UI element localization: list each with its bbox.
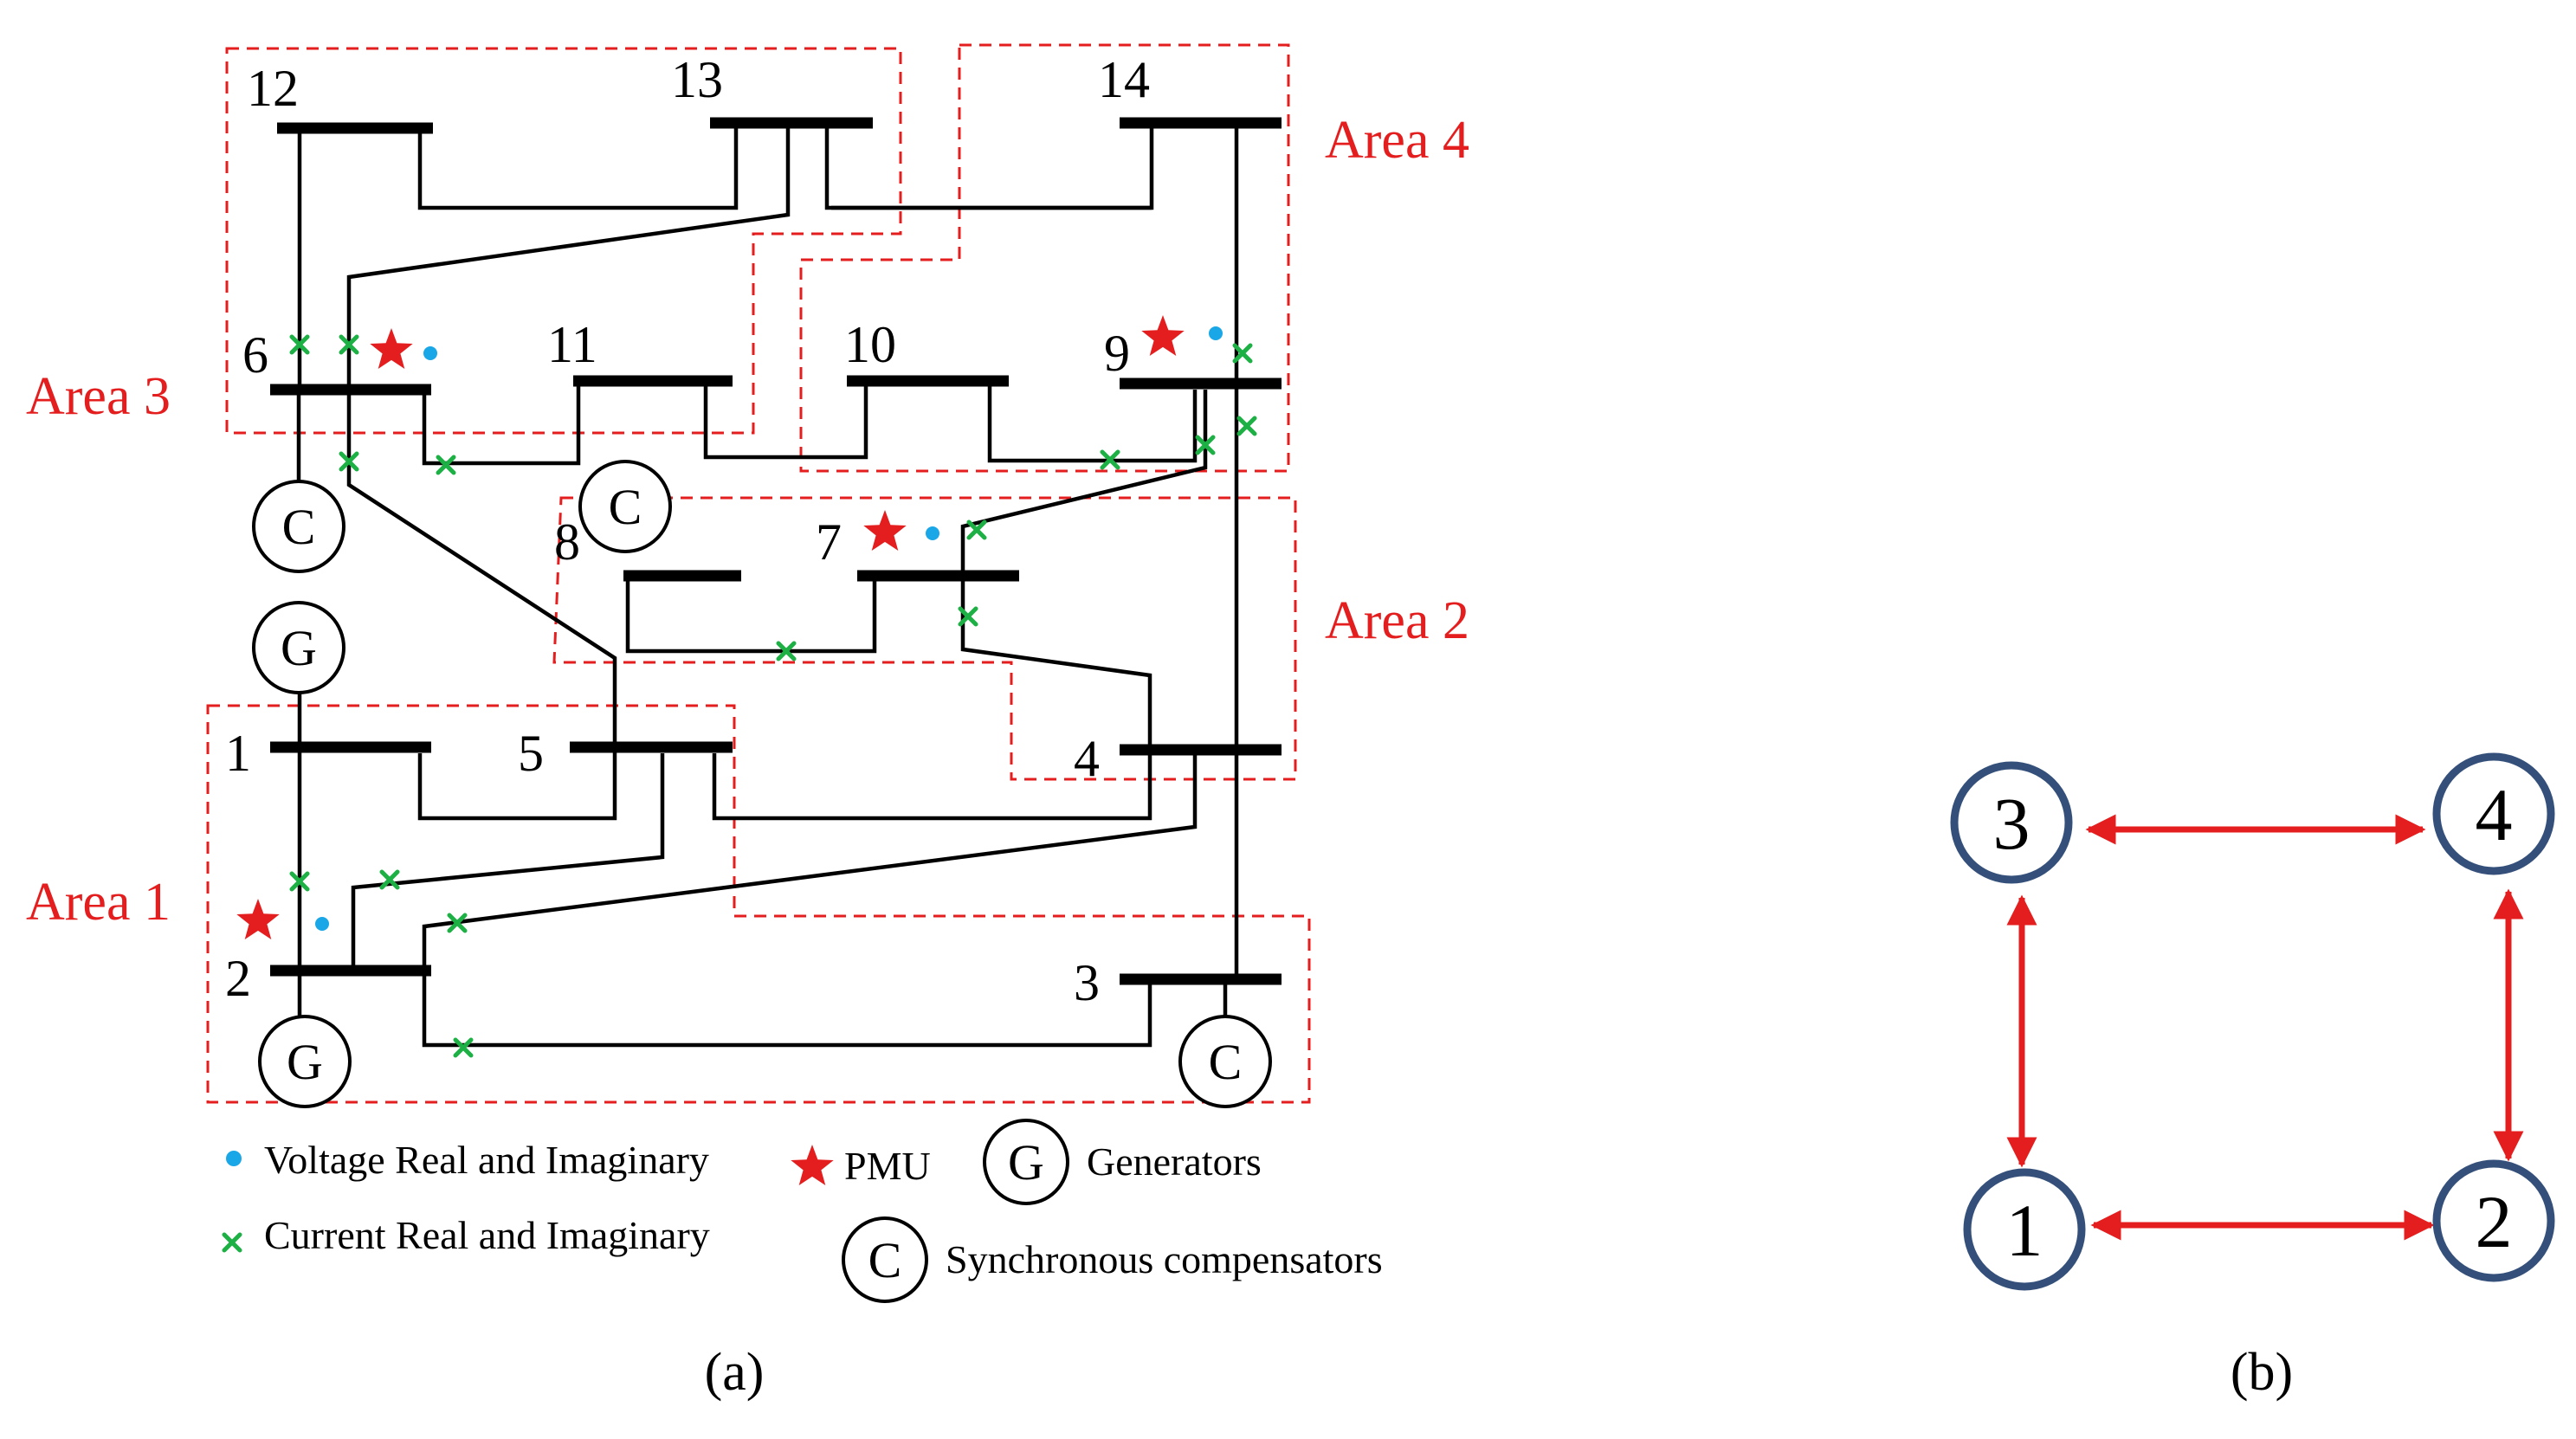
area-node-3: 3 (1950, 761, 2073, 884)
generator-bus-2: G (258, 1015, 352, 1108)
legend-generators-label: Generators (1087, 1139, 1262, 1184)
current-cross-icon (447, 913, 468, 933)
bus-label-13: 13 (671, 51, 723, 108)
bus-label-7: 7 (816, 513, 842, 571)
area-graph: 3 4 1 2 (b) (1950, 752, 2555, 1402)
bus-label-2: 2 (225, 950, 251, 1007)
current-cross-icon (379, 869, 400, 890)
area-label-4: Area 4 (1325, 111, 1469, 170)
transmission-lines (296, 123, 1239, 1048)
area-1-boundary (206, 704, 1311, 1104)
pmu-star-icon (236, 899, 280, 939)
voltage-dot-icon (423, 346, 437, 360)
bus-label-4: 4 (1074, 730, 1100, 787)
area-labels: Area 3 Area 4 Area 2 Area 1 (26, 111, 1469, 932)
legend-pmu-star-icon (791, 1145, 834, 1185)
current-cross-icon (289, 871, 310, 892)
bus-label-1: 1 (225, 725, 251, 782)
current-cross-icon (339, 334, 359, 355)
pmu-star-icon (863, 510, 907, 551)
current-cross-icon (1100, 449, 1120, 470)
voltage-dot-icon (926, 526, 939, 540)
current-cross-icon (958, 606, 978, 627)
legend-compensators-label: Synchronous compensators (946, 1237, 1383, 1281)
pmu-star-icon (1141, 315, 1185, 356)
area-2-boundary (552, 496, 1297, 781)
current-cross-icon (436, 455, 456, 475)
legend-generator-icon: G (983, 1119, 1069, 1205)
current-cross-icon (776, 641, 797, 661)
bus-label-3: 3 (1074, 954, 1100, 1011)
bus-bars (270, 117, 1282, 985)
bus-label-12: 12 (247, 60, 299, 117)
area-node-4: 4 (2432, 752, 2555, 875)
compensator-bus-8: C (578, 460, 672, 553)
area-3-boundary (225, 47, 902, 435)
svg-text:G: G (1008, 1134, 1044, 1191)
pmu-markers (236, 315, 1185, 939)
generator-bus-1: G (252, 601, 345, 694)
svg-text:3: 3 (1993, 782, 2030, 865)
voltage-dot-icon (1209, 326, 1223, 340)
area-label-3: Area 3 (26, 367, 171, 426)
legend-compensator-icon: C (842, 1216, 928, 1303)
area-graph-edges (2006, 814, 2524, 1241)
voltage-dot-icon (315, 917, 329, 931)
compensator-bus-6: C (252, 480, 345, 573)
bus-labels: 12 13 14 6 11 10 9 8 7 1 5 4 2 3 (225, 51, 1150, 1011)
bus-label-5: 5 (518, 725, 544, 782)
legend-current-cross-icon (222, 1232, 242, 1253)
svg-text:C: C (282, 499, 316, 555)
legend-current-label: Current Real and Imaginary (264, 1213, 710, 1257)
svg-text:C: C (609, 479, 642, 535)
svg-text:C: C (868, 1232, 902, 1288)
current-cross-icon (1232, 343, 1253, 364)
current-cross-icon (339, 451, 359, 472)
bus-label-10: 10 (844, 316, 896, 373)
current-cross-icon (966, 519, 987, 540)
current-cross-icon (453, 1037, 474, 1058)
bus-label-14: 14 (1098, 51, 1150, 108)
current-cross-icon (1236, 416, 1257, 436)
legend-pmu-label: PMU (844, 1144, 931, 1188)
bus-label-8: 8 (554, 513, 580, 571)
area-label-2: Area 2 (1325, 591, 1469, 650)
voltage-markers (315, 326, 1223, 931)
svg-text:G: G (287, 1034, 323, 1090)
area-4-boundary (799, 43, 1290, 473)
one-line-diagram: 12 13 14 6 11 10 9 8 7 1 5 4 2 3 Area 3 … (26, 43, 1469, 1402)
bus-label-9: 9 (1104, 325, 1130, 382)
area-label-1: Area 1 (26, 873, 171, 932)
bus-label-11: 11 (547, 316, 597, 373)
compensator-bus-3: C (1178, 1015, 1272, 1108)
svg-text:G: G (281, 620, 317, 676)
machines: C C G G C (252, 460, 1272, 1108)
current-markers (289, 334, 1257, 1058)
legend-voltage-dot-icon (226, 1151, 242, 1166)
svg-text:2: 2 (2476, 1180, 2513, 1263)
svg-text:1: 1 (2006, 1189, 2043, 1272)
area-node-2: 2 (2432, 1159, 2555, 1282)
caption-a: (a) (705, 1343, 765, 1402)
area-node-1: 1 (1963, 1168, 2086, 1291)
legend-voltage-label: Voltage Real and Imaginary (264, 1138, 709, 1182)
current-cross-icon (1195, 435, 1216, 455)
svg-text:C: C (1209, 1034, 1243, 1090)
pmu-star-icon (370, 328, 413, 369)
bus-label-6: 6 (242, 326, 268, 384)
caption-b: (b) (2231, 1343, 2293, 1402)
svg-text:4: 4 (2476, 773, 2513, 856)
legend: Voltage Real and Imaginary Current Real … (222, 1119, 1383, 1303)
current-cross-icon (289, 334, 310, 355)
